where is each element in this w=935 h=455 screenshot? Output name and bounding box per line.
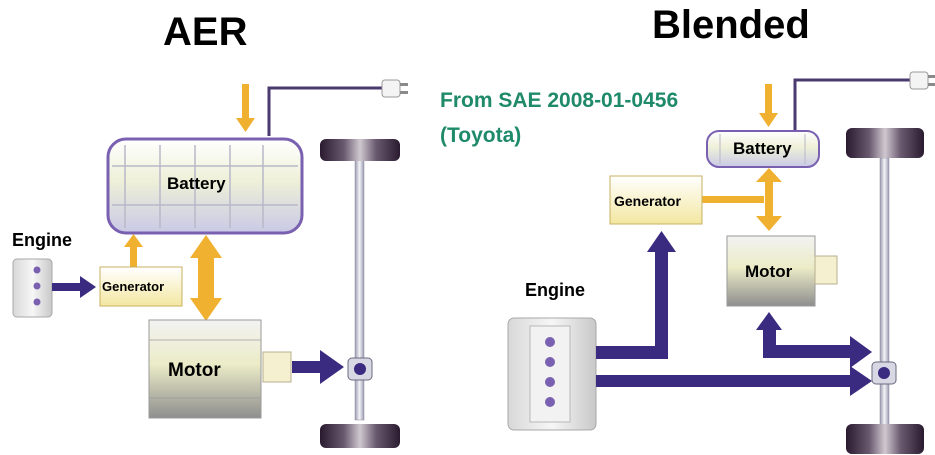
- engine-block-icon: [507, 317, 597, 431]
- source-citation: From SAE 2008-01-0456: [440, 89, 679, 112]
- blended-battery-label: Battery: [733, 139, 792, 158]
- blended-title: Blended: [652, 3, 810, 47]
- axle-hub-icon: [871, 361, 897, 385]
- aer-battery: [106, 137, 304, 235]
- blended-motor: [726, 235, 838, 307]
- blended-generator-label: Generator: [614, 193, 681, 209]
- aer-charge-cable: [267, 79, 408, 136]
- plug-icon: [381, 79, 408, 98]
- wheel-icon: [846, 424, 924, 454]
- plug-icon: [909, 71, 935, 90]
- aer-motor: [148, 319, 292, 419]
- blended-generator-battery-motor-arrows: [700, 168, 782, 231]
- aer-motor-to-axle-arrow: [292, 350, 344, 384]
- aer-generator-to-battery-arrow: [124, 234, 143, 267]
- blended-charge-cable: [793, 71, 935, 130]
- blended-axle: [871, 157, 897, 429]
- blended-engine-to-axle-arrow: [596, 366, 872, 396]
- axle-hub-icon: [347, 357, 373, 381]
- source-citation-org: (Toyota): [440, 124, 522, 147]
- aer-engine-to-generator-arrow: [52, 276, 96, 298]
- blended-motor-to-axle-arrow: [756, 312, 872, 368]
- blended-battery: [706, 130, 820, 168]
- aer-generator-label: Generator: [102, 279, 165, 294]
- blended-engine-label: Engine: [525, 280, 586, 300]
- aer-axle: [347, 159, 373, 421]
- aer-title: AER: [163, 10, 248, 54]
- wheel-icon: [320, 139, 400, 161]
- blended-generator: [609, 175, 703, 225]
- blended-motor-label: Motor: [745, 262, 793, 281]
- engine-block-icon: [12, 258, 53, 318]
- wheel-icon: [320, 424, 400, 448]
- blended-engine-to-generator-arrow: [596, 231, 676, 359]
- aer-generator: [99, 266, 183, 307]
- aer-battery-label: Battery: [167, 174, 226, 193]
- aer-charge-arrow: [236, 84, 255, 132]
- aer-battery-motor-arrow: [190, 235, 222, 321]
- aer-engine-label: Engine: [12, 230, 73, 250]
- wheel-icon: [846, 128, 924, 158]
- aer-motor-label: Motor: [168, 360, 221, 381]
- blended-charge-arrow: [759, 84, 778, 127]
